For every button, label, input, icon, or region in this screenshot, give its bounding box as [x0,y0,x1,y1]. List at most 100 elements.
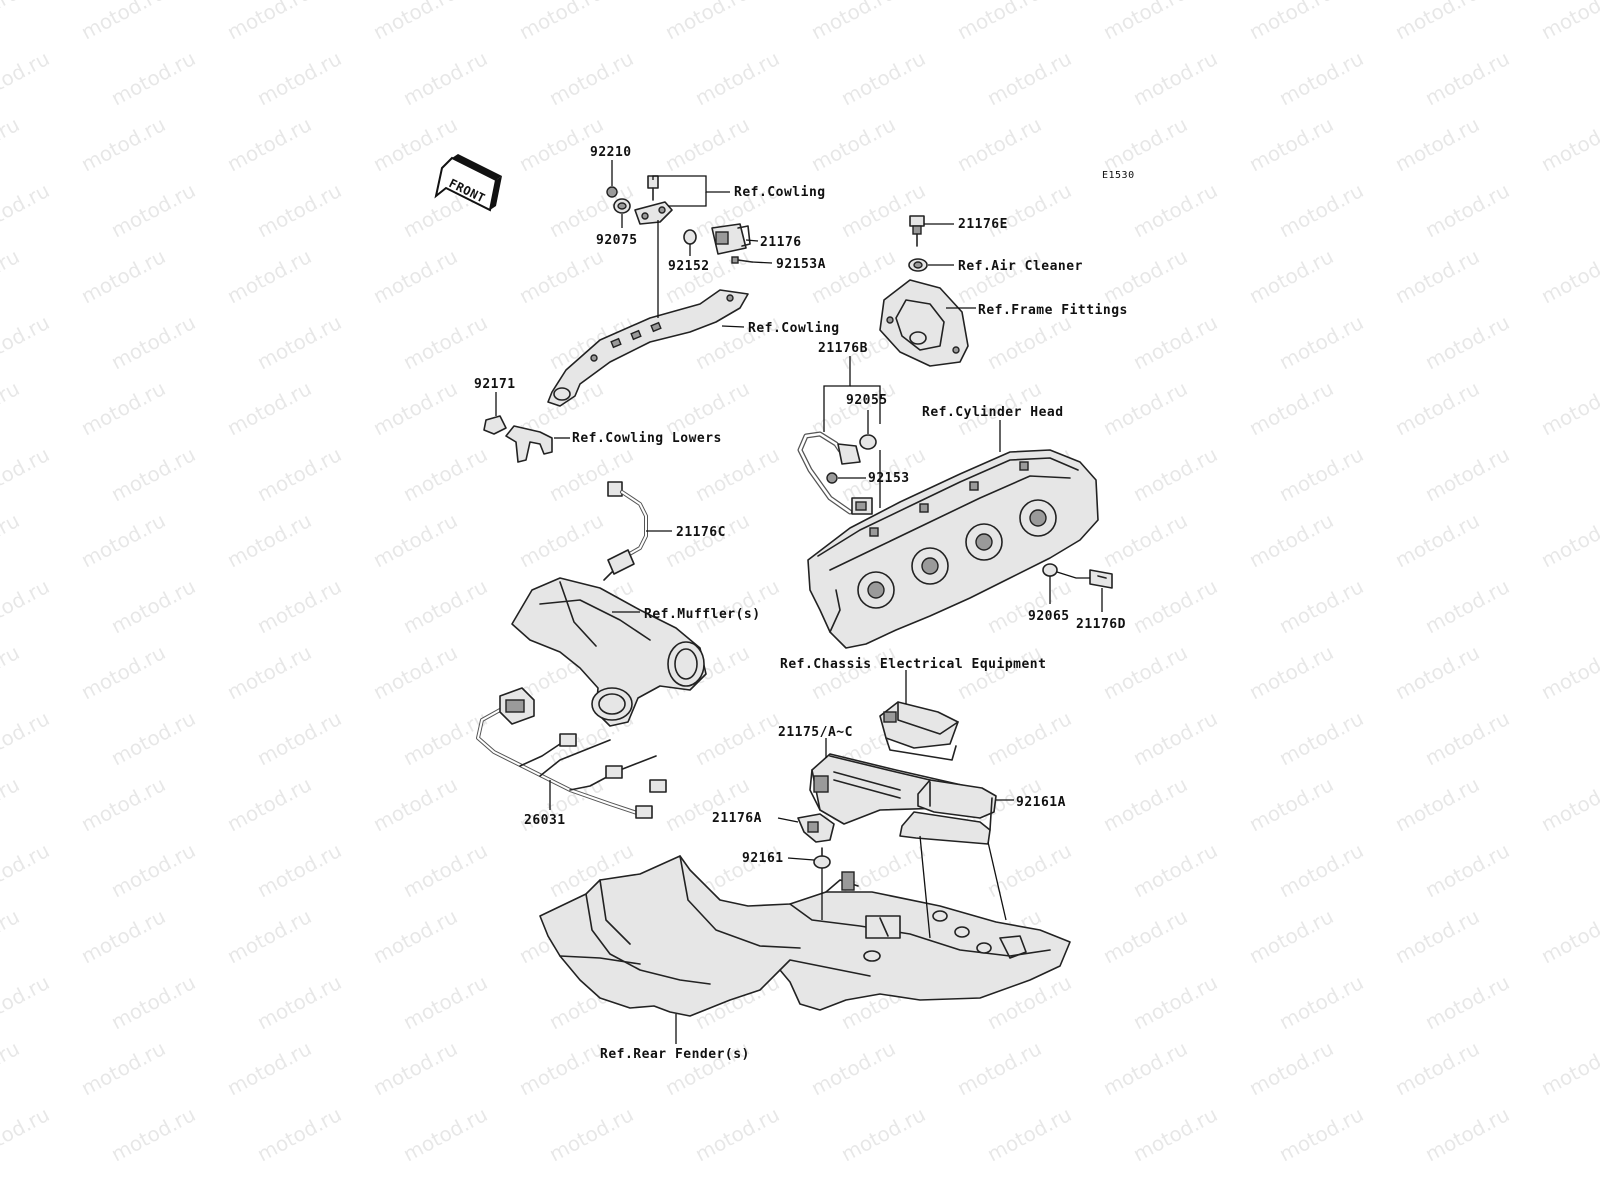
label-92075: 92075 [596,233,638,248]
part-92171-clamp [483,415,507,435]
part-92161A-holder [899,779,997,845]
part-21176A-sensor [797,813,835,843]
watermark-text-89: motod.ru [1129,442,1221,506]
watermark-text-70: motod.ru [77,376,169,440]
label-92065: 92065 [1028,609,1070,624]
label-92161: 92161 [742,851,784,866]
label-21175: 21175/A~C [778,725,853,740]
watermark-text-176: motod.ru [399,970,491,1034]
watermark-text-190: motod.ru [807,1036,899,1100]
watermark-text-46: motod.ru [0,244,23,308]
watermark-text-204: motod.ru [1129,1102,1221,1166]
watermark-text-36: motod.ru [107,178,199,242]
watermark-text-123: motod.ru [1099,640,1191,704]
watermark-text-85: motod.ru [545,442,637,506]
watermark-text-0: motod.ru [0,0,23,44]
watermark-text-172: motod.ru [1537,904,1600,968]
watermark-text-103: motod.ru [1537,508,1600,572]
watermark-text-43: motod.ru [1129,178,1221,242]
watermark-text-140: motod.ru [223,772,315,836]
watermark-text-137: motod.ru [1421,706,1513,770]
watermark-text-106: motod.ru [253,574,345,638]
watermark-text-202: motod.ru [837,1102,929,1166]
label-ref-cylinder-head: Ref.Cylinder Head [922,405,1064,420]
watermark-text-143: motod.ru [661,772,753,836]
watermark-text-45: motod.ru [1421,178,1513,242]
part-cylinder-head [807,449,1099,649]
watermark-text-193: motod.ru [1245,1036,1337,1100]
part-air-cleaner-grommet [908,258,928,272]
watermark-text-97: motod.ru [661,508,753,572]
watermark-text-16: motod.ru [545,46,637,110]
watermark-text-132: motod.ru [691,706,783,770]
label-21176D: 21176D [1076,617,1126,632]
label-92055: 92055 [846,393,888,408]
watermark-text-136: motod.ru [1275,706,1367,770]
watermark-text-32: motod.ru [1245,112,1337,176]
watermark-text-92: motod.ru [0,508,23,572]
watermark-text-195: motod.ru [1537,1036,1600,1100]
label-ref-cowling-mid: Ref.Cowling [748,321,840,336]
part-92152-washer [683,229,697,245]
watermark-text-95: motod.ru [369,508,461,572]
label-ref-rear-fender: Ref.Rear Fender(s) [600,1047,750,1062]
watermark-text-7: motod.ru [953,0,1045,44]
part-26031-harness [476,687,667,819]
watermark-text-141: motod.ru [369,772,461,836]
part-21176E-sensor [909,215,925,247]
label-92153: 92153 [868,471,910,486]
watermark-text-101: motod.ru [1245,508,1337,572]
watermark-text-96: motod.ru [515,508,607,572]
watermark-text-134: motod.ru [983,706,1075,770]
watermark-text-24: motod.ru [77,112,169,176]
watermark-text-183: motod.ru [1421,970,1513,1034]
watermark-text-15: motod.ru [399,46,491,110]
label-ref-frame-fittings: Ref.Frame Fittings [978,303,1128,318]
watermark-text-164: motod.ru [369,904,461,968]
watermark-text-29: motod.ru [807,112,899,176]
watermark-text-102: motod.ru [1391,508,1483,572]
watermark-text-34: motod.ru [1537,112,1600,176]
watermark-text-86: motod.ru [691,442,783,506]
watermark-text-169: motod.ru [1099,904,1191,968]
part-92075-damper [613,198,631,214]
watermark-text-105: motod.ru [107,574,199,638]
watermark-text-149: motod.ru [1537,772,1600,836]
watermark-text-44: motod.ru [1275,178,1367,242]
watermark-text-189: motod.ru [661,1036,753,1100]
watermark-text-121: motod.ru [807,640,899,704]
watermark-text-81: motod.ru [0,442,53,506]
part-92210-grommet [606,186,618,198]
watermark-text-49: motod.ru [369,244,461,308]
watermark-text-61: motod.ru [399,310,491,374]
watermark-text-171: motod.ru [1391,904,1483,968]
watermark-text-150: motod.ru [0,838,53,902]
watermark-text-14: motod.ru [253,46,345,110]
watermark-text-13: motod.ru [107,46,199,110]
label-92161A: 92161A [1016,795,1066,810]
watermark-text-182: motod.ru [1275,970,1367,1034]
watermark-text-191: motod.ru [953,1036,1045,1100]
watermark-text-18: motod.ru [837,46,929,110]
watermark-text-6: motod.ru [807,0,899,44]
part-21176C-o2-sensor [603,481,648,581]
watermark-text-47: motod.ru [77,244,169,308]
watermark-text-158: motod.ru [1129,838,1221,902]
watermark-text-66: motod.ru [1129,310,1221,374]
watermark-text-69: motod.ru [0,376,23,440]
watermark-text-100: motod.ru [1099,508,1191,572]
watermark-text-157: motod.ru [983,838,1075,902]
watermark-text-126: motod.ru [1537,640,1600,704]
watermark-text-159: motod.ru [1275,838,1367,902]
watermark-text-122: motod.ru [953,640,1045,704]
watermark-text-58: motod.ru [0,310,53,374]
part-21176B-sensor-hose [797,431,873,515]
watermark-text-9: motod.ru [1245,0,1337,44]
watermark-text-206: motod.ru [1421,1102,1513,1166]
watermark-text-147: motod.ru [1245,772,1337,836]
label-ref-muffler: Ref.Muffler(s) [644,607,761,622]
watermark-text-50: motod.ru [515,244,607,308]
watermark-text-82: motod.ru [107,442,199,506]
watermark-text-94: motod.ru [223,508,315,572]
